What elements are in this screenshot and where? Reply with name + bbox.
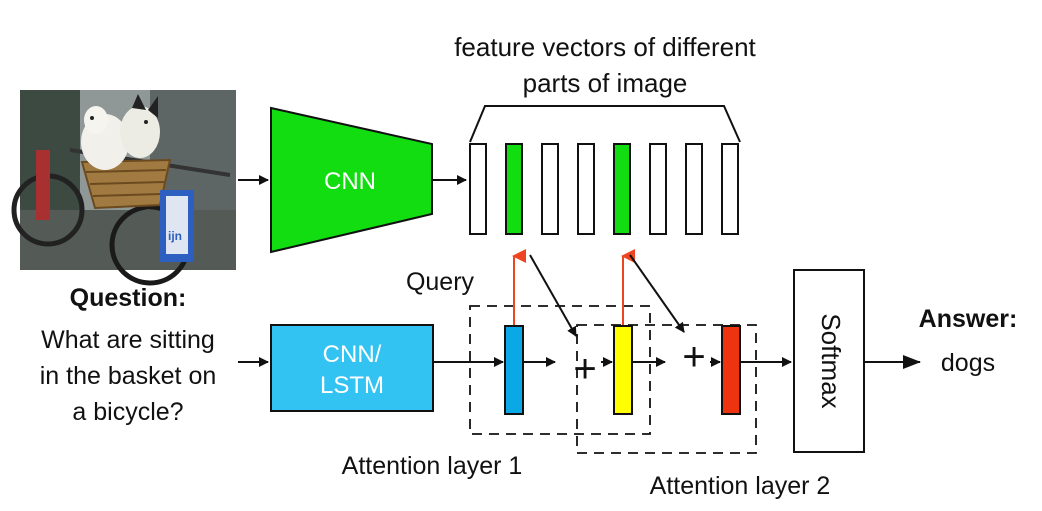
query-vector-1	[504, 325, 524, 415]
feature-vector	[505, 143, 523, 235]
cnn-lstm-label-line2: LSTM	[320, 372, 384, 399]
question-line-1: What are sitting	[41, 326, 215, 354]
feature-vector	[649, 143, 667, 235]
feature-vector	[577, 143, 595, 235]
feature-bracket	[469, 105, 741, 143]
arrow-feature-to-plus-2	[629, 254, 685, 333]
answer-value: dogs	[941, 349, 995, 377]
softmax-block	[793, 269, 865, 453]
feature-vector	[613, 143, 631, 235]
answer-heading: Answer:	[919, 305, 1018, 333]
plus-sign-1: +	[573, 347, 596, 391]
softmax-label: Softmax	[816, 313, 846, 408]
question-line-2: in the basket on	[40, 362, 217, 390]
cnn-block	[270, 106, 433, 254]
feature-title-line1: feature vectors of different	[454, 32, 756, 62]
cnn-lstm-label-line1: CNN/	[323, 341, 382, 368]
question-line-3: a bicycle?	[72, 398, 183, 426]
plus-sign-2: +	[682, 335, 705, 379]
feature-vector	[721, 143, 739, 235]
attention-layer-2-label: Attention layer 2	[650, 472, 831, 500]
feature-title-line2: parts of image	[523, 68, 688, 98]
feature-vector	[685, 143, 703, 235]
cnn-label: CNN	[324, 168, 376, 195]
cnn-lstm-block	[270, 324, 434, 412]
photo-sign-text: ijn	[168, 229, 182, 243]
attention-layer-2-box	[576, 324, 757, 454]
question-heading: Question:	[70, 284, 187, 312]
input-photo: ijn	[11, 90, 236, 286]
feature-vector	[541, 143, 559, 235]
feature-vector	[469, 143, 487, 235]
attention-vector-2	[721, 325, 741, 415]
feature-vectors	[469, 143, 739, 235]
query-label: Query	[406, 268, 475, 296]
arrow-feature-to-plus-1	[529, 254, 577, 337]
attention-vector-1	[613, 325, 633, 415]
attention-layer-1-label: Attention layer 1	[342, 452, 523, 480]
